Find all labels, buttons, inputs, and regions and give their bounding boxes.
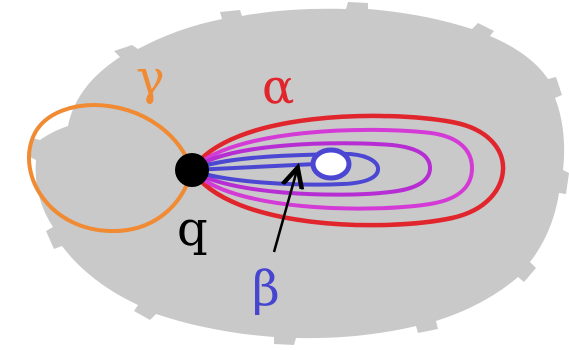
alpha-label: α: [262, 59, 294, 115]
inner-blue-loop: [186, 151, 380, 187]
middle-magenta-loop: [188, 141, 433, 197]
gamma-label: γ: [136, 50, 165, 106]
q-label: q: [177, 201, 208, 257]
alpha-loop: [189, 113, 506, 228]
beta-arrow: [272, 170, 297, 253]
puncture-circle: [313, 150, 349, 178]
gamma-loop: [27, 103, 195, 234]
gray-region: [28, 2, 569, 345]
beta-label: β: [252, 261, 280, 317]
puncture-ring: [310, 147, 352, 181]
outer-magenta-loop: [189, 127, 475, 211]
q-point: [175, 153, 209, 187]
